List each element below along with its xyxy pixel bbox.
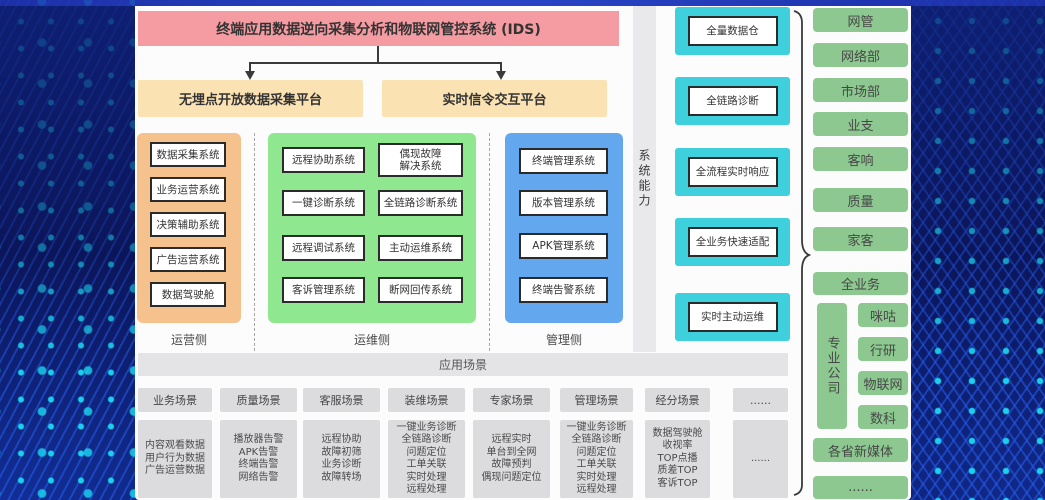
capability-label: 全业务快速适配	[687, 227, 778, 257]
capability-box: 实时主动运维	[675, 293, 790, 341]
scenario-tab: ......	[733, 388, 788, 412]
system-box: 偶现故障 解决系统	[378, 143, 463, 177]
scenario-detail-box: 数据驾驶舱 收视率 TOP点播 质差TOP 客诉TOP	[645, 420, 710, 498]
system-box: 决策辅助系统	[150, 212, 226, 237]
scenario-detail-box: 远程实时 单台到全网 故障预判 偶现问题定位	[473, 420, 550, 498]
arrow-down-icon	[496, 71, 506, 80]
scenario-detail-box: 一键业务诊断 全链路诊断 问题定位 工单关联 实时处理 远程处理	[388, 420, 465, 498]
scenario-tab: 管理场景	[560, 388, 633, 412]
scenario-tab: 专家场景	[473, 388, 550, 412]
scenario-detail-box: 远程协助 故障初筛 业务诊断 故障转场	[303, 420, 380, 498]
system-box: 数据采集系统	[150, 142, 226, 167]
system-box: 广告运营系统	[150, 247, 226, 272]
column-side-label: 运维侧	[353, 332, 390, 347]
capability-label: 全链路诊断	[687, 86, 778, 116]
capability-box: 全链路诊断	[675, 77, 790, 125]
system-title-banner: 终端应用数据逆向采集分析和物联网管控系统 (IDS)	[138, 11, 619, 46]
system-box: 远程协助系统	[282, 147, 365, 173]
system-capability-strip: 系统能力	[633, 6, 656, 352]
platform-box-signaling: 实时信令交互平台	[382, 80, 607, 117]
diagram-panel: 终端应用数据逆向采集分析和物联网管控系统 (IDS) 无埋点开放数据采集平台 实…	[135, 6, 911, 500]
management-column: 终端管理系统 版本管理系统 APK管理系统 终端告警系统	[505, 133, 623, 323]
scenario-tab: 装维场景	[388, 388, 465, 412]
scenario-tab: 质量场景	[220, 388, 297, 412]
system-box: 主动运维系统	[378, 235, 463, 261]
org-box: 质量	[813, 188, 908, 212]
professional-company-group: 专业公司	[817, 303, 847, 429]
operations-column: 数据采集系统 业务运营系统 决策辅助系统 广告运营系统 数据驾驶舱	[137, 133, 241, 323]
system-box: APK管理系统	[519, 233, 608, 259]
system-box: 客诉管理系统	[282, 277, 365, 303]
column-side-label: 运营侧	[170, 332, 207, 347]
capability-label: 全量数据仓	[687, 16, 778, 46]
org-box: 咪咕	[858, 303, 908, 327]
application-scenarios-bar: 应用场景	[138, 353, 788, 376]
system-box: 终端告警系统	[519, 277, 608, 303]
scenario-detail-box: ......	[733, 420, 788, 498]
capability-box: 全业务快速适配	[675, 218, 790, 266]
org-box: 数科	[858, 405, 908, 429]
system-box: 版本管理系统	[519, 190, 608, 216]
org-box: 全业务	[813, 272, 908, 295]
org-box: 市场部	[813, 78, 908, 102]
system-box: 远程调试系统	[282, 235, 365, 261]
capability-label: 全流程实时响应	[687, 157, 778, 187]
org-box: 网络部	[813, 43, 908, 67]
org-box: 家客	[813, 227, 908, 251]
platform-box-data-collection: 无埋点开放数据采集平台	[138, 80, 363, 117]
system-box: 断网回传系统	[378, 277, 463, 303]
capability-box: 全量数据仓	[675, 7, 790, 55]
scenario-tab: 客服场景	[303, 388, 380, 412]
column-divider	[254, 133, 255, 351]
maintenance-column: 远程协助系统 偶现故障 解决系统 一键诊断系统 全链路诊断系统 远程调试系统 主…	[268, 133, 476, 323]
system-box: 业务运营系统	[150, 177, 226, 202]
system-box: 全链路诊断系统	[378, 190, 463, 216]
system-box: 终端管理系统	[519, 148, 608, 174]
scenario-detail-box: 内容观看数据 用户行为数据 广告运营数据	[138, 420, 212, 498]
column-side-label: 管理侧	[545, 332, 582, 347]
background-pattern-left	[0, 0, 135, 500]
system-box: 数据驾驶舱	[150, 282, 226, 307]
scenario-tab: 业务场景	[138, 388, 212, 412]
org-box: 业支	[813, 112, 908, 136]
capability-box: 全流程实时响应	[675, 148, 790, 196]
capability-label: 实时主动运维	[687, 302, 778, 332]
org-box: 行研	[858, 337, 908, 361]
org-box: ......	[813, 476, 908, 499]
connector-line	[249, 62, 502, 64]
org-box: 网管	[813, 8, 908, 32]
scenario-detail-box: 一键业务诊断 全链路诊断 问题定位 工单关联 实时处理 远程处理	[560, 420, 633, 498]
arrow-down-icon	[245, 71, 255, 80]
connector-line	[500, 62, 502, 72]
connector-line	[249, 62, 251, 72]
background-pattern-right	[911, 0, 1045, 500]
scenario-tab: 经分场景	[645, 388, 710, 412]
scenario-detail-box: 播放器告警 APK告警 终端告警 网络告警	[220, 420, 297, 498]
system-box: 一键诊断系统	[282, 190, 365, 216]
org-box: 物联网	[858, 371, 908, 395]
curly-brace-icon	[793, 10, 811, 496]
org-box: 客响	[813, 147, 908, 171]
column-divider	[489, 133, 490, 351]
connector-line	[377, 46, 379, 63]
org-box: 各省新媒体	[813, 438, 908, 462]
